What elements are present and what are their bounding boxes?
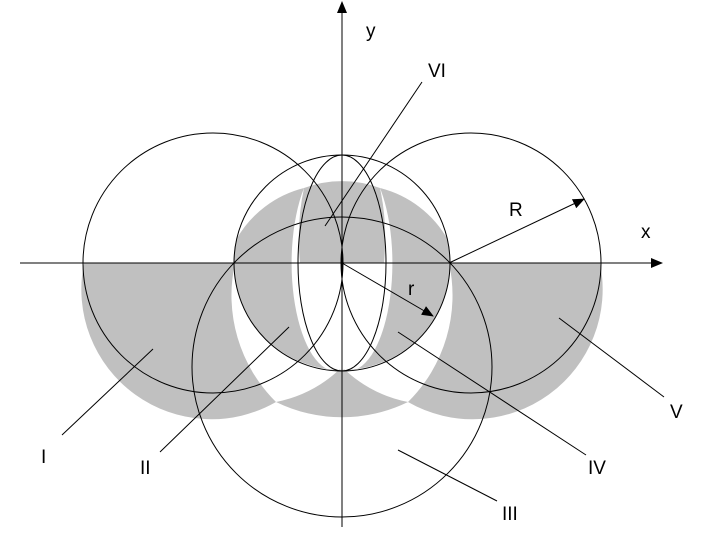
label-IV: IV	[588, 458, 606, 479]
leader-V	[558, 317, 665, 398]
label-I: I	[41, 447, 46, 468]
axis-label-y: y	[366, 21, 376, 42]
radius-R-arrow	[448, 198, 585, 264]
text-labels: y x R r I II III IV V VI	[41, 21, 683, 525]
axes	[20, 1, 663, 527]
leader-IV	[397, 331, 587, 456]
leader-VI	[324, 81, 423, 227]
radius-r-arrow	[341, 262, 434, 317]
region-I	[81, 263, 277, 420]
label-III: III	[502, 504, 518, 525]
leader-II	[159, 326, 290, 453]
axis-label-x: x	[641, 222, 651, 243]
label-r: r	[408, 279, 415, 300]
region-V	[408, 263, 603, 420]
shaded-regions	[81, 181, 603, 420]
leader-I	[61, 348, 154, 436]
region-IV	[342, 188, 451, 372]
label-R: R	[509, 200, 523, 221]
leader-lines	[61, 81, 665, 502]
label-V: V	[670, 402, 683, 423]
label-II: II	[140, 458, 151, 479]
label-VI: VI	[428, 61, 446, 82]
leader-III	[397, 449, 498, 502]
region-II	[233, 188, 342, 372]
